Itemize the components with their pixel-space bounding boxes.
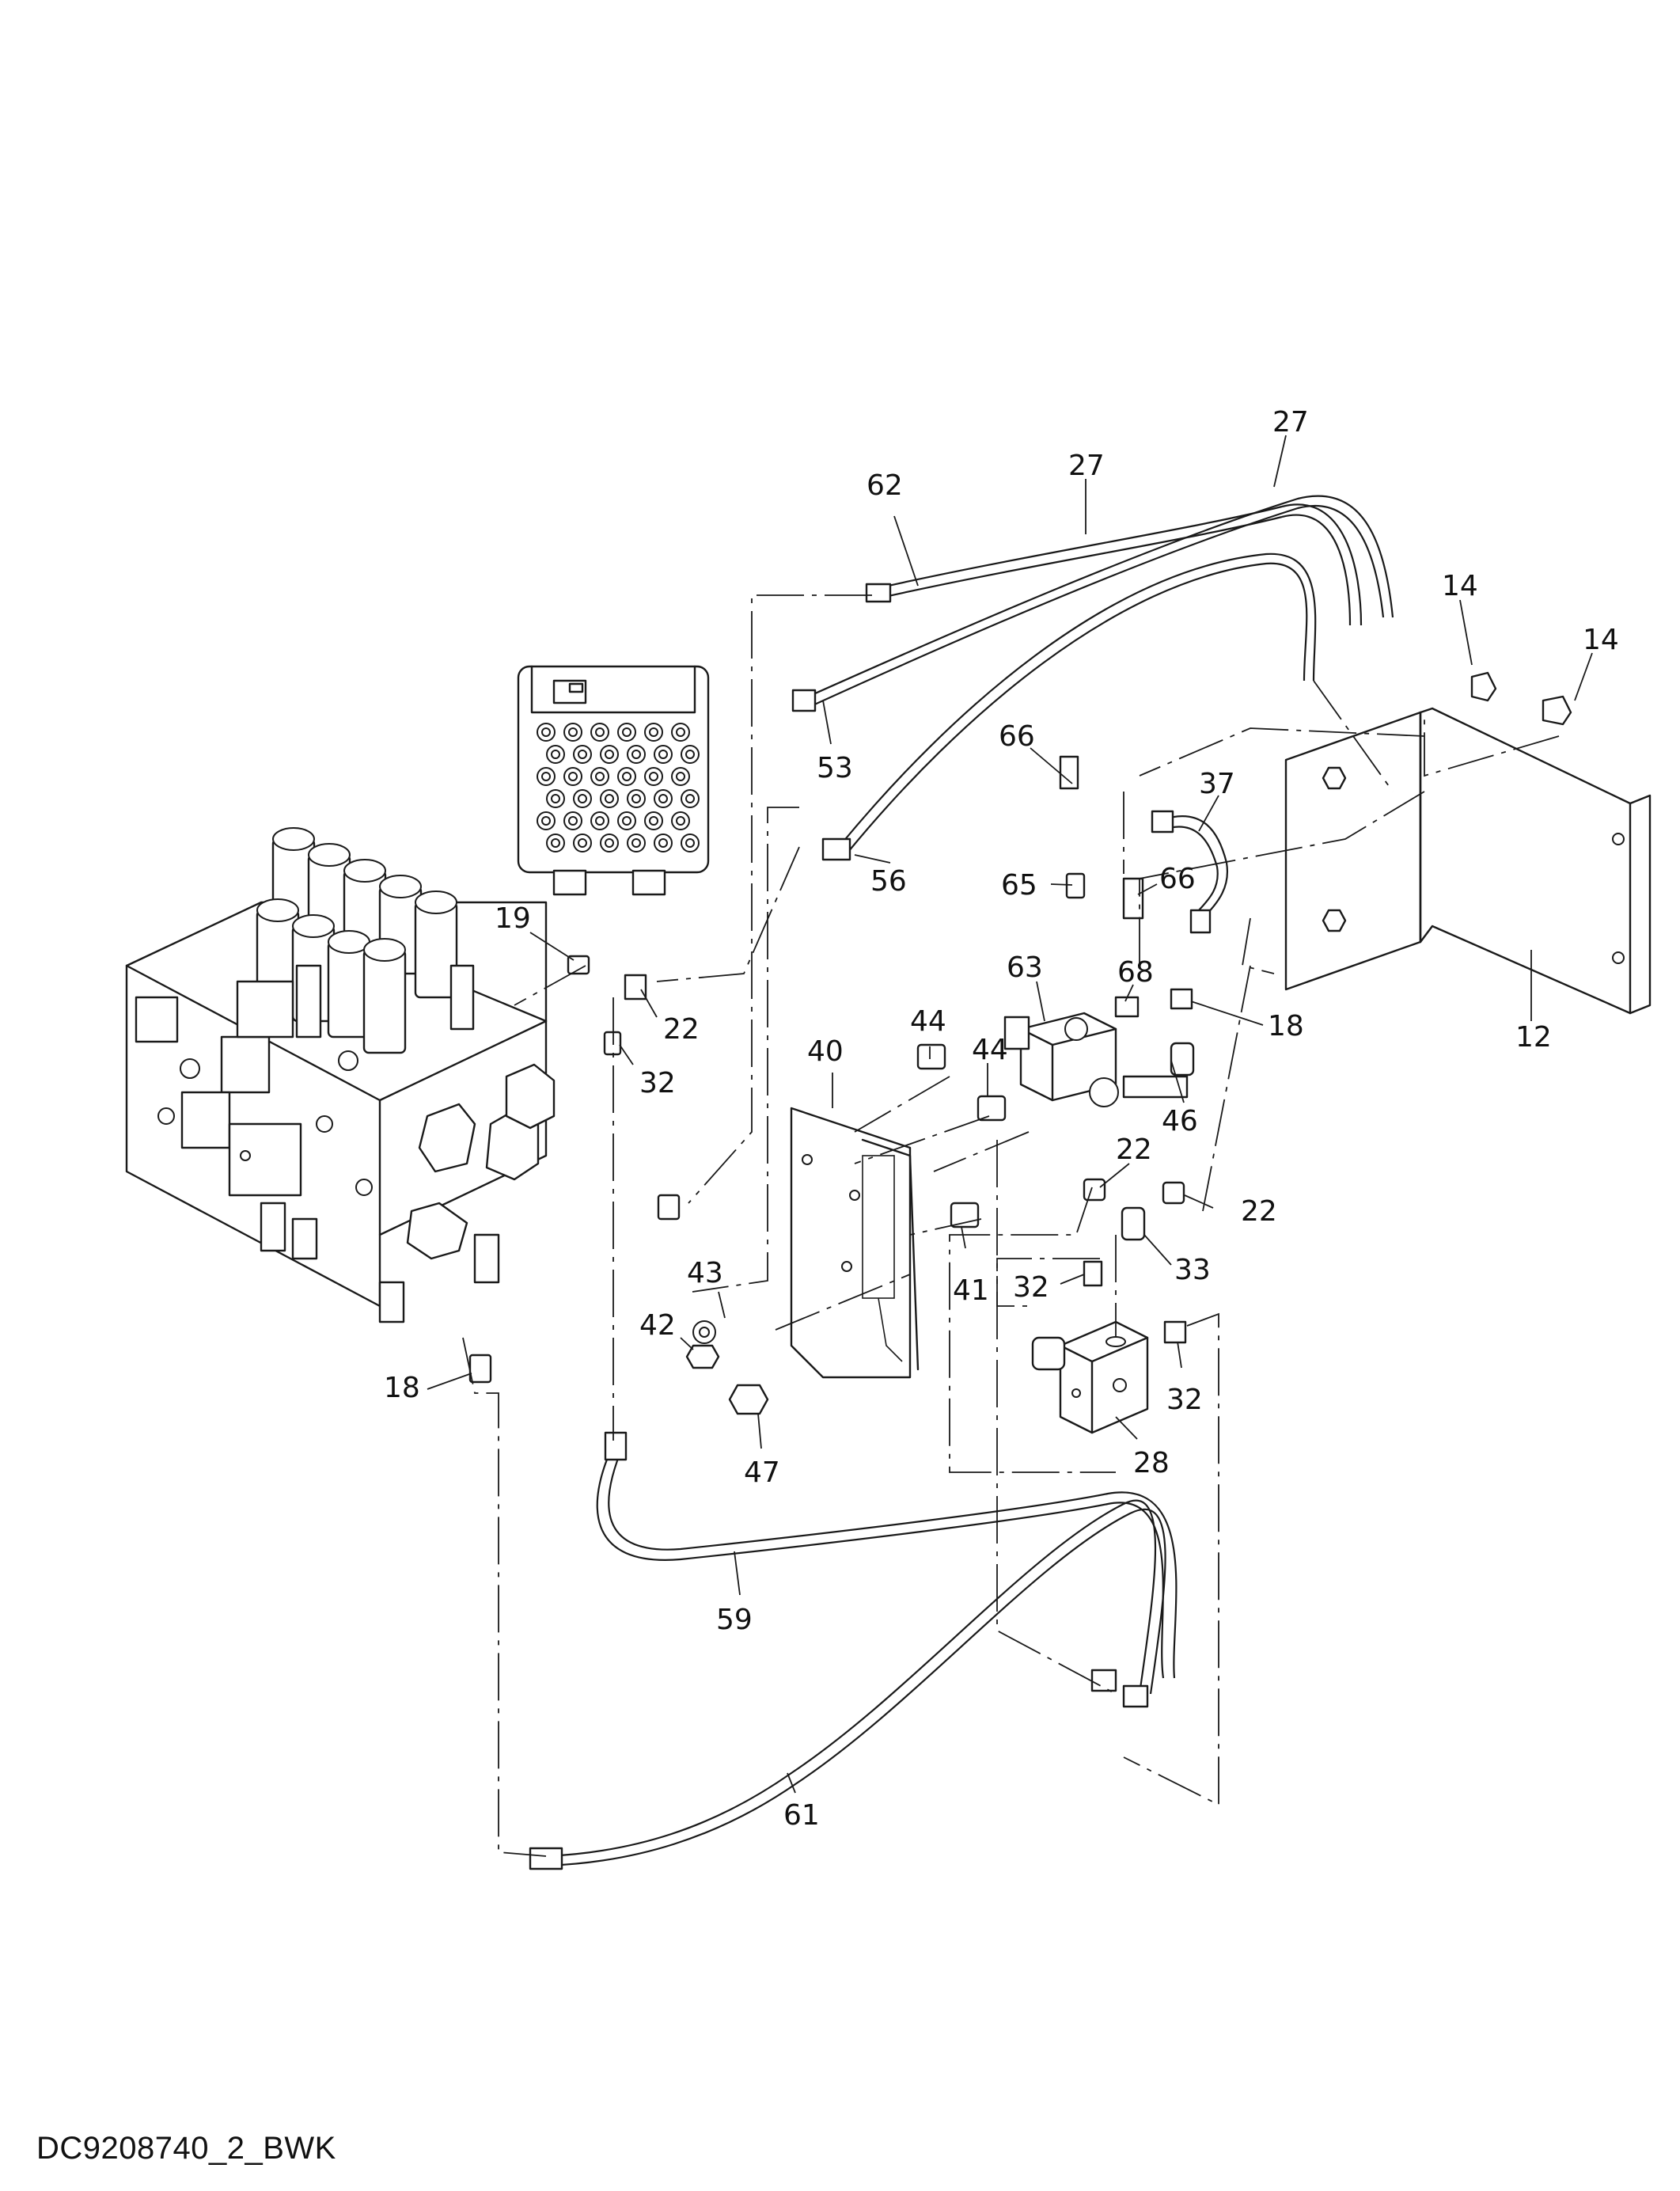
callout-14: 14 bbox=[1583, 624, 1619, 656]
manifold-port-core bbox=[649, 772, 658, 781]
callout-33: 33 bbox=[1174, 1254, 1211, 1286]
control-valve-assembly bbox=[125, 827, 556, 1323]
hose-61 bbox=[529, 1499, 1166, 1870]
callout-53: 53 bbox=[817, 752, 853, 784]
callout-44: 44 bbox=[910, 1005, 946, 1038]
callout-61: 61 bbox=[783, 1799, 820, 1832]
callout-62: 62 bbox=[867, 469, 903, 502]
manifold-port-core bbox=[649, 816, 658, 826]
manifold-port-core bbox=[685, 838, 695, 848]
manifold-port-core bbox=[595, 727, 605, 737]
manifold-port-core bbox=[685, 750, 695, 759]
manifold-port-core bbox=[595, 816, 605, 826]
callout-28: 28 bbox=[1133, 1447, 1170, 1479]
callout-18: 18 bbox=[384, 1372, 420, 1404]
manifold-port-core bbox=[631, 838, 641, 848]
manifold-port-core bbox=[631, 794, 641, 803]
callout-46: 46 bbox=[1162, 1105, 1198, 1137]
manifold-port-core bbox=[568, 727, 578, 737]
callout-19: 19 bbox=[495, 902, 531, 935]
valve-block-63 bbox=[1003, 1012, 1119, 1107]
drawing-code-label: DC9208740_2_BWK bbox=[36, 2131, 336, 2166]
manifold-port-core bbox=[676, 727, 685, 737]
manifold-port-core bbox=[568, 772, 578, 781]
manifold-port-core bbox=[541, 816, 551, 826]
manifold-port-core bbox=[605, 838, 614, 848]
callout-22: 22 bbox=[663, 1013, 700, 1046]
mounting-plate-40 bbox=[790, 1107, 920, 1379]
callout-27: 27 bbox=[1272, 406, 1309, 439]
angle-bracket-12 bbox=[1284, 707, 1652, 1015]
callout-66: 66 bbox=[1159, 863, 1196, 895]
callout-43: 43 bbox=[687, 1257, 723, 1289]
callout-22: 22 bbox=[1116, 1133, 1152, 1166]
hose-53 bbox=[791, 495, 1394, 712]
leader-lines bbox=[427, 435, 1593, 1794]
junction-block-28 bbox=[1031, 1320, 1149, 1434]
hose-37 bbox=[1151, 810, 1229, 934]
callout-68: 68 bbox=[1117, 956, 1154, 989]
manifold-port-core bbox=[685, 794, 695, 803]
manifold-port-core bbox=[676, 816, 685, 826]
solenoid-stack bbox=[236, 827, 475, 1054]
connection-lines bbox=[462, 594, 1560, 1857]
manifold-port-core bbox=[622, 816, 631, 826]
callout-59: 59 bbox=[716, 1604, 753, 1636]
pilot-manifold-block bbox=[517, 665, 710, 896]
callout-27: 27 bbox=[1068, 450, 1105, 482]
manifold-port-core bbox=[578, 750, 587, 759]
manifold-port-core bbox=[541, 772, 551, 781]
manifold-port-core bbox=[578, 838, 587, 848]
manifold-port-core bbox=[551, 750, 560, 759]
manifold-port-core bbox=[595, 772, 605, 781]
manifold-port-core bbox=[631, 750, 641, 759]
hose-56 bbox=[821, 552, 1317, 861]
hose-62 bbox=[865, 503, 1363, 626]
callout-56: 56 bbox=[870, 865, 907, 898]
manifold-port-core bbox=[622, 727, 631, 737]
callout-63: 63 bbox=[1007, 951, 1043, 984]
callout-40: 40 bbox=[807, 1035, 844, 1068]
manifold-port-core bbox=[658, 750, 668, 759]
callout-65: 65 bbox=[1001, 869, 1037, 902]
manifold-port-core bbox=[658, 838, 668, 848]
callout-12: 12 bbox=[1515, 1021, 1552, 1054]
manifold-port-core bbox=[605, 794, 614, 803]
callout-labels: 62 27 27 14 14 53 66 37 56 65 66 19 63 6… bbox=[384, 406, 1619, 1832]
callout-32: 32 bbox=[1166, 1384, 1203, 1416]
hose-59 bbox=[596, 1431, 1178, 1679]
callout-32: 32 bbox=[639, 1067, 676, 1099]
manifold-port-core bbox=[578, 794, 587, 803]
manifold-port-core bbox=[605, 750, 614, 759]
manifold-port-core bbox=[658, 794, 668, 803]
callout-18: 18 bbox=[1268, 1010, 1304, 1042]
callout-41: 41 bbox=[953, 1274, 989, 1307]
fittings bbox=[468, 671, 1572, 1415]
callout-22: 22 bbox=[1241, 1195, 1277, 1228]
callout-66: 66 bbox=[999, 720, 1035, 753]
manifold-port-core bbox=[551, 794, 560, 803]
manifold-port-core bbox=[676, 772, 685, 781]
callout-42: 42 bbox=[639, 1309, 676, 1342]
manifold-port-core bbox=[568, 816, 578, 826]
manifold-port-core bbox=[649, 727, 658, 737]
manifold-port-core bbox=[622, 772, 631, 781]
callout-47: 47 bbox=[744, 1456, 780, 1489]
callout-14: 14 bbox=[1442, 570, 1478, 602]
callout-37: 37 bbox=[1199, 768, 1235, 800]
manifold-port-core bbox=[551, 838, 560, 848]
manifold-port-core bbox=[541, 727, 551, 737]
callout-44: 44 bbox=[972, 1034, 1008, 1066]
callout-32: 32 bbox=[1013, 1271, 1049, 1304]
